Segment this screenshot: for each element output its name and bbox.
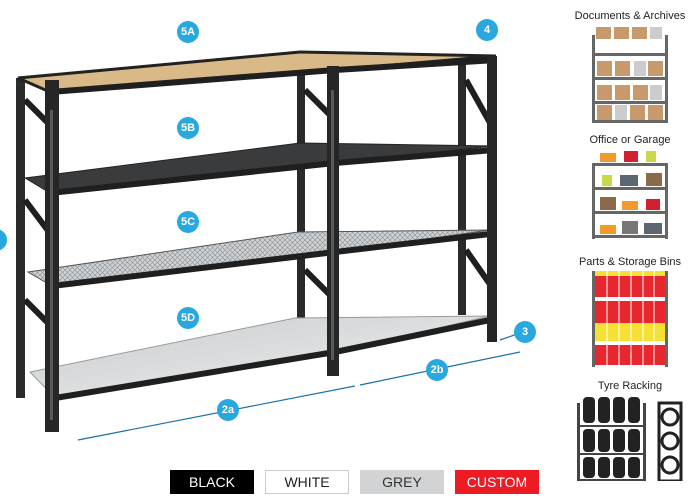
category-tyre-racking[interactable]: Tyre Racking bbox=[560, 380, 700, 481]
marker-3[interactable]: 3 bbox=[514, 321, 536, 343]
marker-partial[interactable] bbox=[0, 229, 7, 251]
marker-5d[interactable]: 5D bbox=[177, 307, 199, 329]
marker-5b[interactable]: 5B bbox=[177, 117, 199, 139]
category-documents-archives[interactable]: Documents & Archives bbox=[560, 10, 700, 123]
category-title: Parts & Storage Bins bbox=[578, 256, 682, 268]
boxes-shelf-icon bbox=[592, 27, 668, 123]
shelving-unit-image bbox=[16, 50, 521, 441]
dimension-2a-line bbox=[77, 385, 356, 441]
marker-4[interactable]: 4 bbox=[476, 19, 498, 41]
tyre-rack-icon bbox=[577, 397, 683, 481]
color-options: BLACK WHITE GREY CUSTOM bbox=[170, 470, 539, 494]
bins-shelf-icon bbox=[592, 271, 668, 367]
category-title: Tyre Racking bbox=[597, 380, 663, 392]
marker-2a[interactable]: 2a bbox=[217, 399, 239, 421]
category-parts-storage-bins[interactable]: Parts & Storage Bins bbox=[560, 256, 700, 367]
marker-2b[interactable]: 2b bbox=[426, 359, 448, 381]
category-title: Office or Garage bbox=[589, 134, 671, 146]
color-custom-button[interactable]: CUSTOM bbox=[455, 470, 539, 494]
category-title: Documents & Archives bbox=[574, 10, 686, 22]
color-grey-button[interactable]: GREY bbox=[360, 470, 444, 494]
shelving-illustration bbox=[16, 50, 521, 441]
color-white-button[interactable]: WHITE bbox=[265, 470, 349, 494]
toolbox-shelf-icon bbox=[592, 151, 668, 239]
marker-5a[interactable]: 5A bbox=[177, 21, 199, 43]
marker-5c[interactable]: 5C bbox=[177, 211, 199, 233]
category-office-garage[interactable]: Office or Garage bbox=[560, 134, 700, 239]
color-black-button[interactable]: BLACK bbox=[170, 470, 254, 494]
